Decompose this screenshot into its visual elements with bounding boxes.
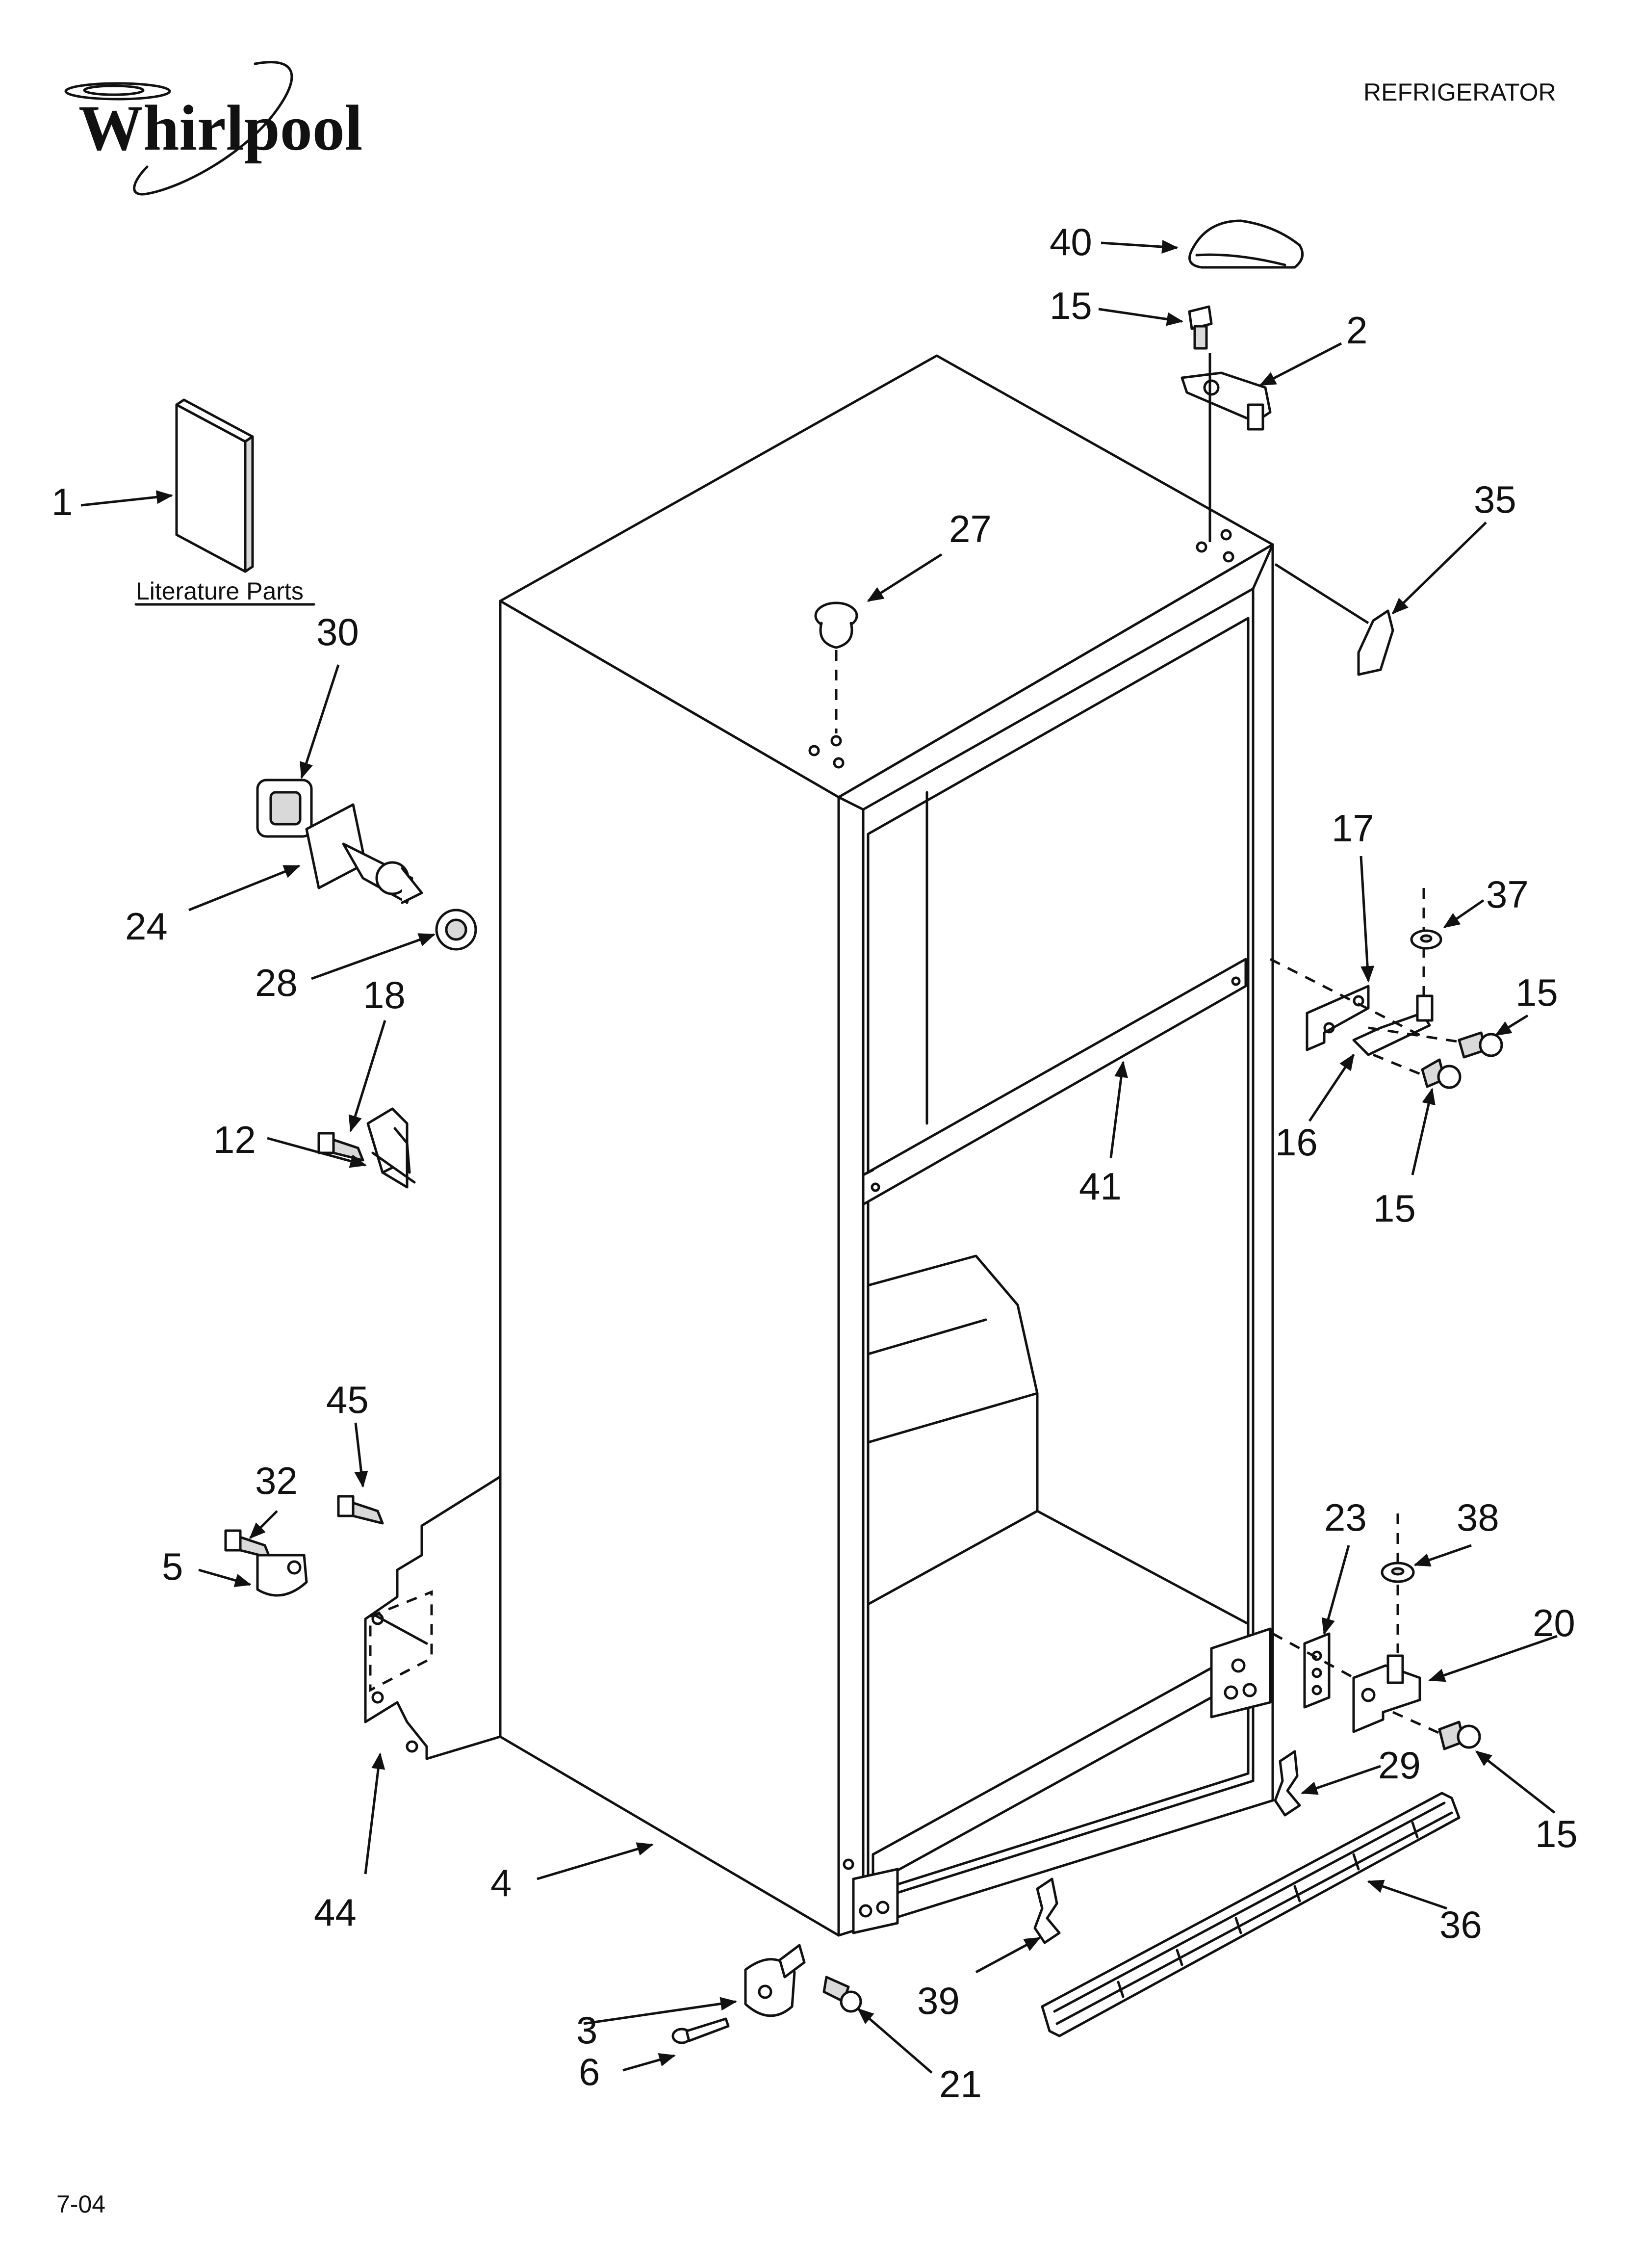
callout-40: 40 [1050, 220, 1092, 263]
callout-44: 44 [314, 1891, 357, 1934]
callout-36: 36 [1439, 1903, 1482, 1946]
connector-part [305, 803, 423, 904]
screw-part [1188, 305, 1213, 350]
callout-38: 38 [1457, 1496, 1499, 1539]
screw-part [1421, 1058, 1462, 1089]
screw-part [822, 1976, 862, 2013]
top-hinge [1180, 371, 1272, 431]
callout-6: 6 [579, 2050, 600, 2093]
callout-12: 12 [213, 1118, 256, 1161]
callout-39: 39 [917, 1979, 960, 2022]
callout-3: 3 [576, 2008, 597, 2052]
callout-21: 21 [939, 2062, 982, 2106]
grille-clip [1274, 1750, 1301, 1817]
page-title: REFRIGERATOR [1363, 78, 1556, 106]
screw-part [317, 1132, 364, 1162]
brand-logo-text: Whirlpool [78, 92, 362, 164]
callout-28: 28 [255, 961, 298, 1004]
cabinet-shell [499, 354, 1274, 1937]
brand-logo: Whirlpool [64, 61, 362, 196]
pin-part [671, 2017, 730, 2044]
shim-part [1303, 1632, 1331, 1709]
callout-30: 30 [316, 610, 359, 653]
washer-part [1410, 929, 1442, 950]
screw-part [224, 1529, 271, 1559]
base-grille [1041, 1792, 1461, 2037]
footer-code: 7-04 [56, 2190, 105, 2218]
callout-15: 15 [1050, 284, 1092, 327]
screw-part [337, 1495, 384, 1525]
callout-15: 15 [1515, 971, 1558, 1014]
callout-17: 17 [1332, 807, 1374, 850]
callout-20: 20 [1533, 1601, 1575, 1644]
plug-part [814, 601, 858, 649]
callout-35: 35 [1474, 478, 1516, 521]
grille-clip [1033, 1877, 1061, 1944]
callout-16: 16 [1275, 1121, 1318, 1164]
callout-24: 24 [125, 905, 168, 948]
hinge-cover [1188, 219, 1304, 269]
roller-bracket [744, 1944, 806, 2017]
clamp-part [256, 1554, 308, 1597]
callout-32: 32 [255, 1459, 298, 1502]
callout-labels: 40 15 2 1 27 35 30 24 28 18 12 17 37 15 … [51, 220, 1578, 2106]
screw-part [1438, 1721, 1481, 1750]
callout-29: 29 [1378, 1744, 1421, 1787]
callout-5: 5 [162, 1545, 183, 1588]
hinge-cap [1357, 609, 1394, 676]
callout-15: 15 [1373, 1187, 1416, 1230]
callout-45: 45 [326, 1378, 369, 1421]
callout-41: 41 [1079, 1165, 1122, 1208]
divider-rail [862, 958, 1247, 1206]
callout-2: 2 [1346, 309, 1367, 352]
clip-part [366, 1107, 416, 1189]
bottom-hinge [1352, 1654, 1421, 1733]
screw-part [1458, 1031, 1503, 1059]
callout-23: 23 [1324, 1496, 1367, 1539]
callout-1: 1 [51, 480, 73, 523]
cover-plate [364, 1475, 502, 1760]
callout-15: 15 [1535, 1812, 1578, 1855]
callout-4: 4 [490, 1861, 512, 1904]
callout-18: 18 [363, 973, 406, 1017]
literature-label: Literature Parts [136, 577, 304, 605]
washer-part [1381, 1562, 1415, 1583]
callout-37: 37 [1486, 873, 1529, 916]
grommet-part [256, 779, 313, 838]
leader-lines [80, 240, 1558, 2074]
literature-part: Literature Parts [134, 398, 315, 606]
bushing-part [435, 909, 477, 951]
callout-27: 27 [949, 507, 992, 550]
